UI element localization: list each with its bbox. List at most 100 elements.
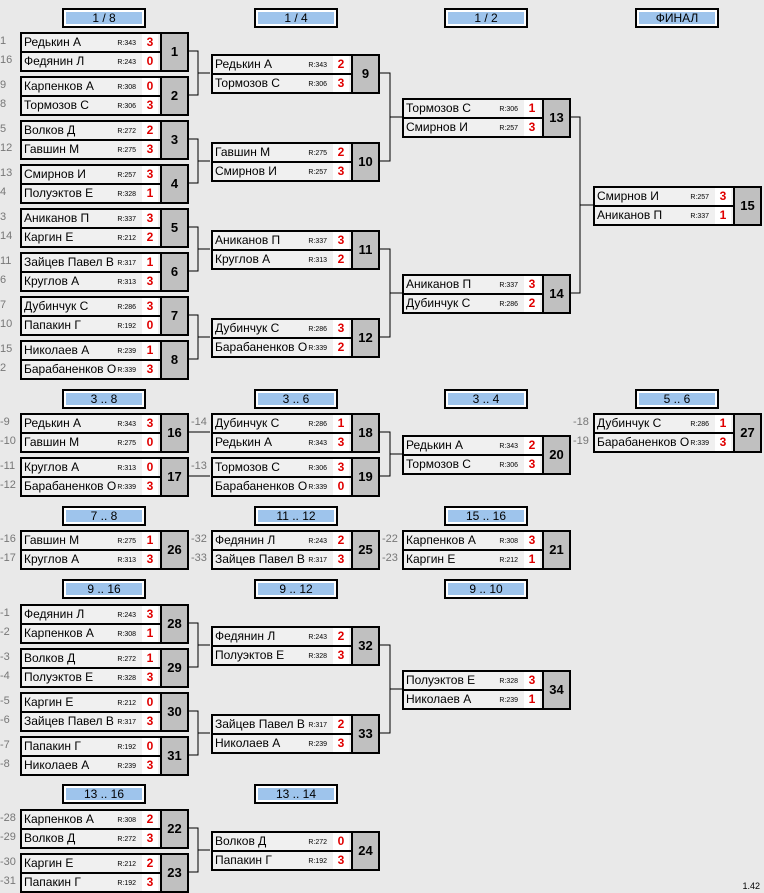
player-row[interactable]: Смирнов ИR:2573 (211, 161, 353, 182)
player-row[interactable]: Барабаненков ОR:3393 (20, 476, 162, 497)
player-row[interactable]: Дубинчук СR:2863 (211, 318, 353, 339)
match-box[interactable]: Федянин ЛR:2432Полуэктов ЕR:328332 (211, 626, 380, 666)
player-row[interactable]: Смирнов ИR:2573 (593, 186, 735, 207)
player-row[interactable]: Зайцев Павел ВR:3171 (20, 252, 162, 273)
player-row[interactable]: Зайцев Павел ВR:3173 (211, 549, 353, 570)
match-box[interactable]: Зайцев Павел ВR:3172Николаев АR:239333 (211, 714, 380, 754)
match-box[interactable]: Аниканов ПR:3373Каргин ЕR:21225 (20, 208, 189, 248)
match-box[interactable]: Дубинчук СR:2861Редькин АR:343318 (211, 413, 380, 453)
match-box[interactable]: Гавшин МR:2751Круглов АR:313326 (20, 530, 189, 570)
player-row[interactable]: Дубинчук СR:2863 (20, 296, 162, 317)
match-box[interactable]: Гавшин МR:2752Смирнов ИR:257310 (211, 142, 380, 182)
player-row[interactable]: Карпенков АR:3083 (402, 530, 544, 551)
match-box[interactable]: Папакин ГR:1920Николаев АR:239331 (20, 736, 189, 776)
match-box[interactable]: Аниканов ПR:3373Круглов АR:313211 (211, 230, 380, 270)
player-row[interactable]: Каргин ЕR:2122 (20, 227, 162, 248)
player-row[interactable]: Полуэктов ЕR:3283 (402, 670, 544, 691)
player-row[interactable]: Дубинчук СR:2862 (402, 293, 544, 314)
player-row[interactable]: Гавшин МR:2751 (20, 530, 162, 551)
match-box[interactable]: Тормозов СR:3061Смирнов ИR:257313 (402, 98, 571, 138)
player-row[interactable]: Волков ДR:2723 (20, 828, 162, 849)
match-box[interactable]: Дубинчук СR:2863Барабаненков ОR:339212 (211, 318, 380, 358)
match-box[interactable]: Редькин АR:3432Тормозов СR:306320 (402, 435, 571, 475)
player-row[interactable]: Карпенков АR:3080 (20, 76, 162, 97)
player-row[interactable]: Тормозов СR:3063 (211, 73, 353, 94)
player-row[interactable]: Круглов АR:3130 (20, 457, 162, 478)
player-row[interactable]: Волков ДR:2720 (211, 831, 353, 852)
player-row[interactable]: Барабаненков ОR:3393 (20, 359, 162, 380)
player-row[interactable]: Аниканов ПR:3371 (593, 205, 735, 226)
player-row[interactable]: Каргин ЕR:2122 (20, 853, 162, 874)
player-row[interactable]: Гавшин МR:2752 (211, 142, 353, 163)
match-box[interactable]: Смирнов ИR:2573Аниканов ПR:337115 (593, 186, 762, 226)
player-row[interactable]: Папакин ГR:1923 (20, 872, 162, 893)
match-box[interactable]: Федянин ЛR:2433Карпенков АR:308128 (20, 604, 189, 644)
player-row[interactable]: Круглов АR:3133 (20, 549, 162, 570)
match-box[interactable]: Николаев АR:2391Барабаненков ОR:33938 (20, 340, 189, 380)
player-row[interactable]: Николаев АR:2391 (402, 689, 544, 710)
match-box[interactable]: Каргин ЕR:2122Папакин ГR:192323 (20, 853, 189, 893)
player-row[interactable]: Федянин ЛR:2432 (211, 530, 353, 551)
player-row[interactable]: Каргин ЕR:2121 (402, 549, 544, 570)
player-row[interactable]: Тормозов СR:3063 (20, 95, 162, 116)
player-row[interactable]: Редькин АR:3433 (20, 413, 162, 434)
match-box[interactable]: Тормозов СR:3063Барабаненков ОR:339019 (211, 457, 380, 497)
match-box[interactable]: Полуэктов ЕR:3283Николаев АR:239134 (402, 670, 571, 710)
match-box[interactable]: Аниканов ПR:3373Дубинчук СR:286214 (402, 274, 571, 314)
player-row[interactable]: Тормозов СR:3063 (211, 457, 353, 478)
player-row[interactable]: Аниканов ПR:3373 (211, 230, 353, 251)
player-row[interactable]: Редькин АR:3433 (20, 32, 162, 53)
player-row[interactable]: Круглов АR:3132 (211, 249, 353, 270)
player-row[interactable]: Смирнов ИR:2573 (20, 164, 162, 185)
player-row[interactable]: Полуэктов ЕR:3281 (20, 183, 162, 204)
match-box[interactable]: Карпенков АR:3082Волков ДR:272322 (20, 809, 189, 849)
player-row[interactable]: Гавшин МR:2753 (20, 139, 162, 160)
player-row[interactable]: Папакин ГR:1923 (211, 850, 353, 871)
player-row[interactable]: Полуэктов ЕR:3283 (211, 645, 353, 666)
player-row[interactable]: Николаев АR:2391 (20, 340, 162, 361)
player-row[interactable]: Редькин АR:3432 (211, 54, 353, 75)
match-box[interactable]: Редькин АR:3433Гавшин МR:275016 (20, 413, 189, 453)
match-box[interactable]: Карпенков АR:3080Тормозов СR:30632 (20, 76, 189, 116)
player-row[interactable]: Карпенков АR:3081 (20, 623, 162, 644)
match-box[interactable]: Зайцев Павел ВR:3171Круглов АR:31336 (20, 252, 189, 292)
match-box[interactable]: Смирнов ИR:2573Полуэктов ЕR:32814 (20, 164, 189, 204)
player-row[interactable]: Папакин ГR:1920 (20, 315, 162, 336)
player-row[interactable]: Дубинчук СR:2861 (211, 413, 353, 434)
player-row[interactable]: Папакин ГR:1920 (20, 736, 162, 757)
player-row[interactable]: Смирнов ИR:2573 (402, 117, 544, 138)
player-row[interactable]: Каргин ЕR:2120 (20, 692, 162, 713)
match-box[interactable]: Волков ДR:2721Полуэктов ЕR:328329 (20, 648, 189, 688)
player-row[interactable]: Тормозов СR:3063 (402, 454, 544, 475)
match-box[interactable]: Дубинчук СR:2863Папакин ГR:19207 (20, 296, 189, 336)
player-row[interactable]: Барабаненков ОR:3393 (593, 432, 735, 453)
player-row[interactable]: Федянин ЛR:2433 (20, 604, 162, 625)
match-box[interactable]: Волков ДR:2720Папакин ГR:192324 (211, 831, 380, 871)
match-box[interactable]: Дубинчук СR:2861Барабаненков ОR:339327 (593, 413, 762, 453)
player-row[interactable]: Николаев АR:2393 (211, 733, 353, 754)
player-row[interactable]: Зайцев Павел ВR:3172 (211, 714, 353, 735)
player-row[interactable]: Федянин ЛR:2432 (211, 626, 353, 647)
player-row[interactable]: Аниканов ПR:3373 (402, 274, 544, 295)
match-box[interactable]: Каргин ЕR:2120Зайцев Павел ВR:317330 (20, 692, 189, 732)
player-row[interactable]: Зайцев Павел ВR:3173 (20, 711, 162, 732)
match-box[interactable]: Карпенков АR:3083Каргин ЕR:212121 (402, 530, 571, 570)
player-row[interactable]: Барабаненков ОR:3390 (211, 476, 353, 497)
player-row[interactable]: Волков ДR:2722 (20, 120, 162, 141)
match-box[interactable]: Волков ДR:2722Гавшин МR:27533 (20, 120, 189, 160)
player-row[interactable]: Николаев АR:2393 (20, 755, 162, 776)
player-row[interactable]: Тормозов СR:3061 (402, 98, 544, 119)
player-row[interactable]: Федянин ЛR:2430 (20, 51, 162, 72)
match-box[interactable]: Круглов АR:3130Барабаненков ОR:339317 (20, 457, 189, 497)
player-row[interactable]: Круглов АR:3133 (20, 271, 162, 292)
player-row[interactable]: Барабаненков ОR:3392 (211, 337, 353, 358)
player-row[interactable]: Волков ДR:2721 (20, 648, 162, 669)
player-row[interactable]: Гавшин МR:2750 (20, 432, 162, 453)
player-row[interactable]: Редькин АR:3432 (402, 435, 544, 456)
player-row[interactable]: Аниканов ПR:3373 (20, 208, 162, 229)
match-box[interactable]: Федянин ЛR:2432Зайцев Павел ВR:317325 (211, 530, 380, 570)
player-row[interactable]: Дубинчук СR:2861 (593, 413, 735, 434)
match-box[interactable]: Редькин АR:3432Тормозов СR:30639 (211, 54, 380, 94)
player-row[interactable]: Карпенков АR:3082 (20, 809, 162, 830)
match-box[interactable]: Редькин АR:3433Федянин ЛR:24301 (20, 32, 189, 72)
